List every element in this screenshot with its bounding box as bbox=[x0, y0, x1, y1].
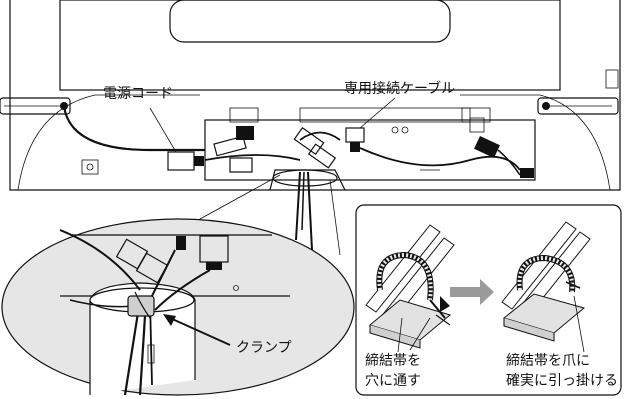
step-arrow bbox=[450, 279, 494, 305]
clamp-steps-inset bbox=[355, 204, 622, 396]
step2-drawing bbox=[501, 221, 591, 353]
panel-connectors bbox=[213, 117, 500, 173]
label-pointers bbox=[149, 97, 396, 153]
step2-line2-label: 確実に引っ掛ける bbox=[506, 373, 618, 389]
zoom-detail bbox=[1, 218, 355, 396]
power-cord bbox=[62, 105, 205, 171]
step1-drawing bbox=[365, 224, 455, 351]
step1-line1-label: 締結帯を bbox=[365, 352, 421, 369]
right-bracket bbox=[537, 97, 619, 115]
power-cord-label: 電源コード bbox=[103, 86, 173, 102]
clamp-label: クランプ bbox=[236, 340, 292, 356]
tv-back-panel bbox=[9, 0, 621, 191]
step1-line2-label: 穴に通す bbox=[365, 373, 421, 389]
dedicated-cable-label: 専用接続ケーブル bbox=[344, 80, 455, 97]
step2-line1-label: 締結帯を爪に bbox=[506, 352, 590, 369]
panel-cables bbox=[204, 126, 534, 178]
stand-neck bbox=[269, 169, 346, 251]
